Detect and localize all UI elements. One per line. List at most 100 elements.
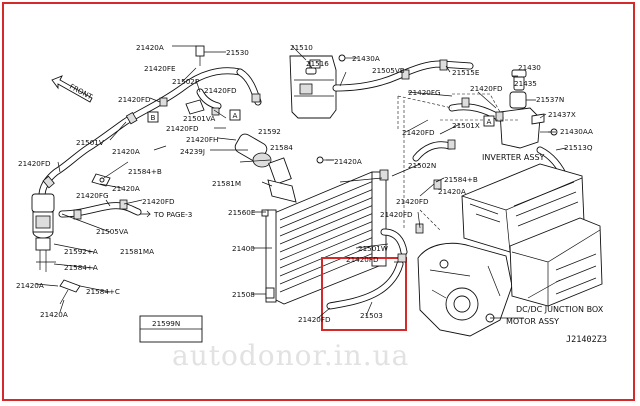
- label-21584: 21584: [270, 143, 293, 152]
- red-border-frame: [2, 2, 635, 401]
- bracket-21437x: [531, 113, 545, 125]
- reservoir-tank-21510: [289, 55, 337, 119]
- label-21515e: 21515E: [452, 68, 480, 77]
- label-21420a-e: 21420A: [40, 310, 68, 319]
- motor-assy: [417, 242, 513, 337]
- label-dcdc-junction-box: DC/DC JUNCTION BOX: [516, 305, 604, 314]
- leader-lines: [35, 45, 567, 319]
- front-arrow-icon: [51, 75, 93, 103]
- label-21420fg-b: 21420FG: [408, 88, 441, 97]
- label-21501x: 21501X: [452, 121, 480, 130]
- hose-clamps-left: [42, 93, 261, 220]
- hose-21505vb: [332, 60, 474, 92]
- label-21420fd-c: 21420FD: [166, 124, 199, 133]
- clip-21420fh: [185, 99, 205, 115]
- cap-21430: [511, 69, 527, 78]
- clips-right: [415, 97, 504, 234]
- diagram-code: J21402Z3: [566, 335, 607, 345]
- label-21501va: 21501VA: [183, 114, 215, 123]
- label-21502n: 21502N: [408, 161, 436, 170]
- label-24239j: 24239J: [180, 147, 205, 156]
- bolt-21530: [195, 45, 205, 66]
- callout-b: B: [147, 111, 159, 123]
- label-21420fd-b: 21420FD: [204, 86, 237, 95]
- svg-text:A: A: [487, 117, 492, 126]
- watermark-text: autodonor.in.ua: [172, 339, 409, 372]
- label-21420fd-a: 21420FD: [118, 95, 151, 104]
- label-21592a: 21592+A: [64, 247, 98, 256]
- hose-21502n: [412, 141, 454, 162]
- label-21508: 21508: [232, 290, 255, 299]
- label-21505vb: 21505VB: [372, 66, 405, 75]
- label-21584c: 21584+C: [86, 287, 120, 296]
- label-21400: 21400: [232, 244, 255, 253]
- label-21503: 21503: [360, 311, 383, 320]
- label-21420a-c: 21420A: [112, 184, 140, 193]
- label-21516: 21516: [306, 59, 329, 68]
- radiator-21400: [265, 171, 387, 305]
- hose-21503: [326, 260, 404, 310]
- label-21581m: 21581M: [212, 179, 241, 188]
- label-21420fd-j: 21420FD: [346, 255, 379, 264]
- arrow-right-icon: [140, 210, 151, 218]
- bracket-21584c: [59, 279, 81, 305]
- clip-21515e: [401, 59, 448, 80]
- label-21430aa: 21430AA: [560, 127, 593, 136]
- label-21430a: 21430A: [352, 54, 380, 63]
- highlight-box-21503: [321, 257, 407, 331]
- label-21420fd-g: 21420FD: [402, 128, 435, 137]
- label-21584a: 21584+A: [64, 263, 98, 272]
- label-21513q: 21513Q: [564, 143, 593, 152]
- water-pump-21581ma: [31, 193, 56, 272]
- label-21420fd-f: 21420FD: [470, 84, 503, 93]
- label-21420a-g: 21420A: [334, 157, 362, 166]
- label-21560e: 21560E: [228, 208, 256, 217]
- hose-21502p: [196, 88, 222, 110]
- drain-plug-21508: [265, 287, 275, 299]
- label-21584b: 21584+B: [128, 167, 162, 176]
- label-21584b-b: 21584+B: [444, 175, 478, 184]
- dcdc-junction-box: [509, 217, 603, 307]
- expansion-tank-21537n: [499, 75, 541, 149]
- cap-21516: [305, 67, 317, 75]
- label-21420fd-k: 21420FD: [298, 315, 331, 324]
- label-21592: 21592: [258, 127, 281, 136]
- callout-a-1: A: [229, 109, 241, 121]
- label-21581ma: 21581MA: [120, 247, 154, 256]
- hose-21501w: [380, 228, 408, 256]
- label-21435: 21435: [514, 79, 537, 88]
- label-box-21599n: 21599N: [139, 315, 203, 343]
- label-21420fg: 21420FG: [76, 191, 109, 200]
- label-21420a-b: 21420A: [112, 147, 140, 156]
- svg-text:A: A: [233, 111, 238, 120]
- clip-21581m: [379, 169, 389, 181]
- label-21420a-top: 21420A: [136, 43, 164, 52]
- label-21430: 21430: [518, 63, 541, 72]
- bolt-21430a: [338, 54, 352, 62]
- label-21530: 21530: [226, 48, 249, 57]
- label-21420fe: 21420FE: [144, 64, 176, 73]
- dashed-leaders: [397, 93, 520, 231]
- label-21420fd-d: 21420FD: [18, 159, 51, 168]
- hose-21501v: [38, 67, 244, 200]
- label-to-page-3: TO PAGE-3: [153, 210, 192, 219]
- label-21420fh: 21420FH: [186, 135, 218, 144]
- bracket-21560e: [261, 209, 269, 217]
- label-inverter-assy: INVERTER ASSY: [482, 153, 545, 162]
- thermostat-21592: [234, 133, 297, 203]
- label-21510: 21510: [290, 43, 313, 52]
- label-21501v: 21501V: [76, 138, 104, 147]
- clip-21501w: [397, 253, 407, 263]
- label-21420a-d: 21420A: [16, 281, 44, 290]
- svg-text:21599N: 21599N: [152, 319, 180, 328]
- label-21420fd-i: 21420FD: [380, 210, 413, 219]
- label-21501w: 21501W: [358, 244, 388, 253]
- label-21537n: 21537N: [536, 95, 564, 104]
- label-21437x: 21437X: [548, 110, 576, 119]
- label-front: FRONT: [68, 82, 94, 102]
- label-21420fd-h: 21420FD: [396, 197, 429, 206]
- callout-a-2: A: [483, 115, 495, 127]
- label-21420fd-e: 21420FD: [142, 197, 175, 206]
- label-21502p: 21502P: [172, 77, 200, 86]
